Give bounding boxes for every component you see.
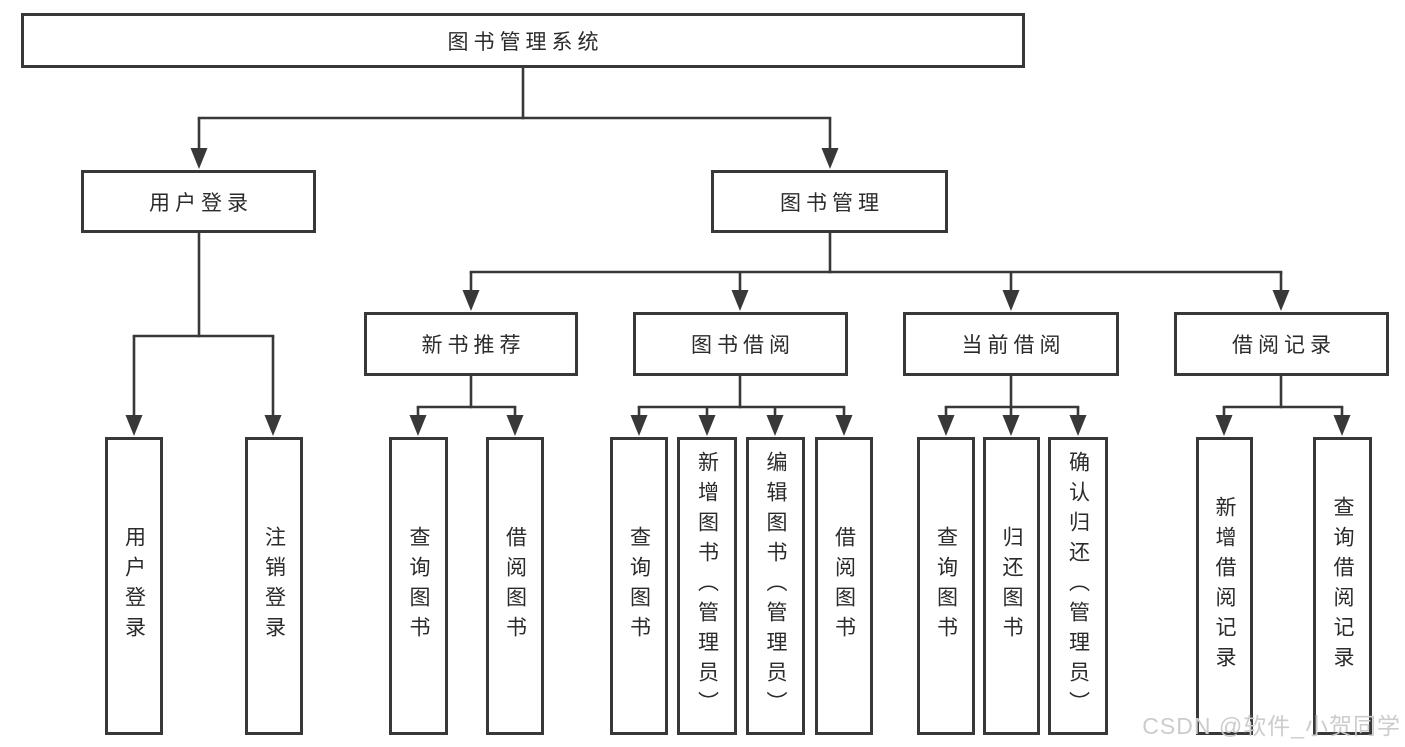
leaf-borrow-book-2: 借阅图书 <box>815 437 873 735</box>
arrow-to-leaf-edit-book <box>766 407 784 436</box>
arrowhead-icon <box>264 415 282 436</box>
leaf-query-book-3-label: 查询图书 <box>934 526 958 646</box>
leaf-query-borrow-record: 查询借阅记录 <box>1313 437 1372 735</box>
leaf-add-borrow-record-label: 新增借阅记录 <box>1213 496 1236 676</box>
leaf-query-book-2: 查询图书 <box>610 437 668 735</box>
leaf-confirm-return: 确认归还（管理员） <box>1048 437 1108 735</box>
arrow-to-new-book <box>462 272 480 311</box>
leaf-edit-book-label: 编辑图书（管理员） <box>764 451 787 721</box>
arrow-to-book-mgmt <box>821 118 839 169</box>
arrow-to-leaf-query-record <box>1333 407 1351 436</box>
arrow-to-leaf-add-record <box>1215 407 1233 436</box>
leaf-return-book: 归还图书 <box>983 437 1040 735</box>
arrow-to-leaf-logout <box>264 336 282 436</box>
leaf-borrow-book-1-label: 借阅图书 <box>503 526 527 646</box>
arrow-to-leaf-add-book <box>698 407 716 436</box>
leaf-confirm-return-label: 确认归还（管理员） <box>1066 451 1090 721</box>
leaf-query-book-3: 查询图书 <box>917 437 975 735</box>
node-root: 图书管理系统 <box>21 13 1025 68</box>
node-new-book-recommend-label: 新书推荐 <box>421 334 526 357</box>
node-current-borrow: 当前借阅 <box>903 312 1119 376</box>
node-book-borrow: 图书借阅 <box>633 312 848 376</box>
arrowhead-icon <box>698 415 716 436</box>
node-borrow-records-label: 借阅记录 <box>1232 334 1336 357</box>
arrow-to-leaf-return <box>1002 407 1020 436</box>
arrow-to-leaf-borrow2 <box>835 407 853 436</box>
arrow-to-leaf-borrow1 <box>506 407 524 436</box>
arrowhead-icon <box>409 415 427 436</box>
arrowhead-icon <box>937 415 955 436</box>
arrowhead-icon <box>190 148 208 169</box>
arrow-to-current-borrow <box>1002 272 1020 311</box>
arrowhead-icon <box>506 415 524 436</box>
arrowhead-icon <box>1002 415 1020 436</box>
leaf-return-book-label: 归还图书 <box>1000 526 1023 646</box>
csdn-watermark: CSDN @软件_小贺同学 <box>1142 713 1401 739</box>
leaf-query-book-1: 查询图书 <box>389 437 448 735</box>
leaf-borrow-book-1: 借阅图书 <box>486 437 544 735</box>
leaf-user-login: 用户登录 <box>105 437 163 735</box>
leaf-add-book-label: 新增图书（管理员） <box>695 451 719 721</box>
arrowhead-icon <box>630 415 648 436</box>
arrowhead-icon <box>1272 290 1290 311</box>
leaf-add-book: 新增图书（管理员） <box>677 437 737 735</box>
arrowhead-icon <box>766 415 784 436</box>
leaf-query-book-1-label: 查询图书 <box>407 526 430 646</box>
arrowhead-icon <box>1002 290 1020 311</box>
leaf-logout: 注销登录 <box>245 437 303 735</box>
node-user-login-label: 用户登录 <box>149 191 253 215</box>
leaf-query-borrow-record-label: 查询借阅记录 <box>1331 496 1354 676</box>
node-current-borrow-label: 当前借阅 <box>961 334 1066 357</box>
arrow-to-book-borrow <box>731 272 749 311</box>
node-book-management-label: 图书管理 <box>780 191 884 215</box>
arrow-to-leaf-query1 <box>409 407 427 436</box>
leaf-borrow-book-2-label: 借阅图书 <box>832 526 856 646</box>
arrowhead-icon <box>731 290 749 311</box>
node-borrow-records: 借阅记录 <box>1174 312 1389 376</box>
arrow-to-leaf-query2 <box>630 407 648 436</box>
leaf-user-login-label: 用户登录 <box>122 526 146 646</box>
arrowhead-icon <box>462 290 480 311</box>
leaf-logout-label: 注销登录 <box>262 526 286 646</box>
arrow-to-user-login <box>190 118 208 169</box>
arrow-to-borrow-records <box>1272 272 1290 311</box>
arrow-to-leaf-query3 <box>937 407 955 436</box>
node-root-label: 图书管理系统 <box>447 30 604 54</box>
arrowhead-icon <box>821 148 839 169</box>
node-book-borrow-label: 图书借阅 <box>691 334 795 357</box>
arrow-to-leaf-user-login <box>125 336 143 436</box>
leaf-query-book-2-label: 查询图书 <box>627 526 651 646</box>
node-book-management: 图书管理 <box>711 170 948 233</box>
leaf-edit-book: 编辑图书（管理员） <box>746 437 805 735</box>
arrowhead-icon <box>835 415 853 436</box>
arrow-to-leaf-confirm <box>1069 407 1087 436</box>
leaf-add-borrow-record: 新增借阅记录 <box>1196 437 1253 735</box>
arrowhead-icon <box>1215 415 1233 436</box>
node-user-login: 用户登录 <box>81 170 316 233</box>
arrowhead-icon <box>125 415 143 436</box>
arrowhead-icon <box>1069 415 1087 436</box>
node-new-book-recommend: 新书推荐 <box>364 312 578 376</box>
arrowhead-icon <box>1333 415 1351 436</box>
